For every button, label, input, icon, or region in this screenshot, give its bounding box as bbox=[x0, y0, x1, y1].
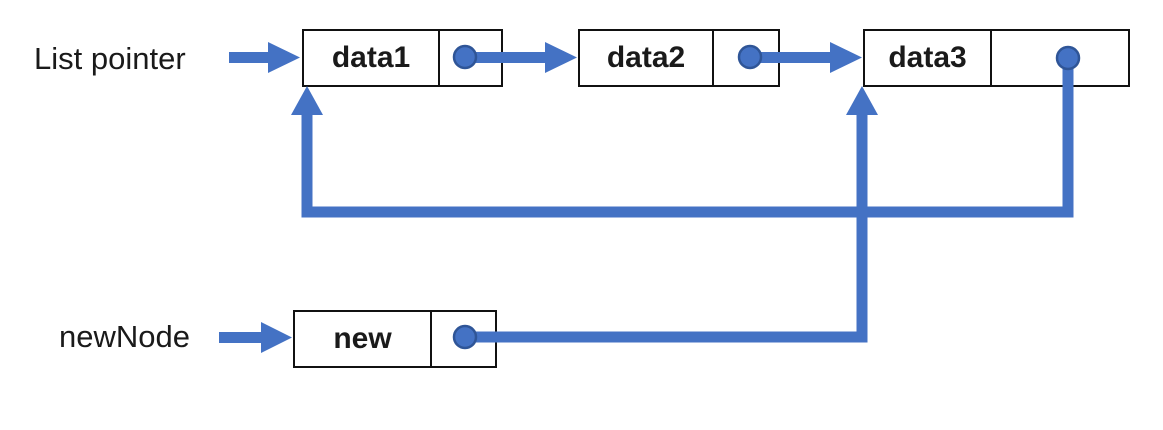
node-data1: data1 bbox=[302, 29, 503, 87]
node-data2-pointer-cell bbox=[714, 31, 778, 85]
node-data3: data3 bbox=[863, 29, 1130, 87]
node-new-value: new bbox=[295, 312, 432, 366]
node-new-pointer-cell bbox=[432, 312, 495, 366]
newnode-label: newNode bbox=[59, 319, 190, 354]
arrow-list-pointer-to-data1 bbox=[229, 42, 300, 73]
node-data1-pointer-cell bbox=[440, 31, 501, 85]
node-data3-value: data3 bbox=[865, 31, 992, 85]
node-data2: data2 bbox=[578, 29, 780, 87]
node-data2-value: data2 bbox=[580, 31, 714, 85]
node-data3-pointer-cell bbox=[992, 31, 1128, 85]
arrow-newnode-to-new bbox=[219, 322, 292, 353]
list-pointer-label: List pointer bbox=[34, 41, 186, 76]
arrow-new-to-data3 bbox=[465, 86, 878, 343]
node-new: new bbox=[293, 310, 497, 368]
node-data1-value: data1 bbox=[304, 31, 440, 85]
